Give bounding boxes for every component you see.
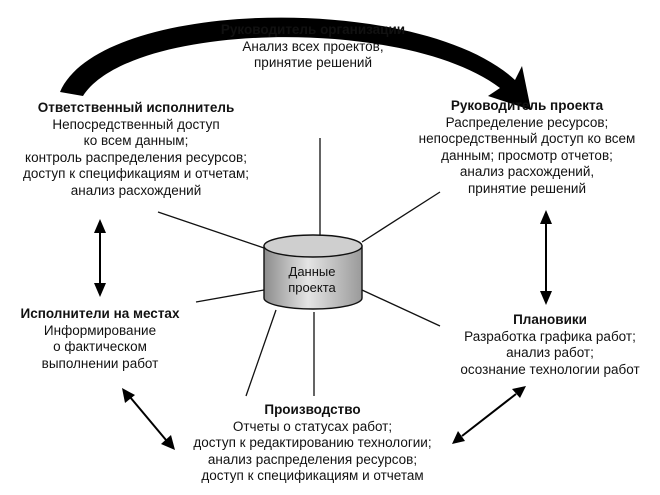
node-line: Непосредственный доступ [52, 116, 220, 132]
curved-arrow-top [60, 17, 531, 110]
node-line: Распределение ресурсов; [445, 114, 609, 130]
database-label-line-2: проекта [288, 280, 336, 295]
node-line: анализ расхождений [70, 182, 202, 198]
double-arrow-lower-left [122, 388, 175, 450]
node-line: доступ к спецификациям и отчетам [201, 468, 424, 483]
node-line: контроль распределения ресурсов; [25, 149, 247, 165]
database-cylinder [263, 234, 363, 310]
node-line: доступ к спецификациям и отчетам; [22, 166, 250, 181]
node-title: Руководитель проекта [450, 98, 604, 113]
node-title: Исполнители на местах [20, 306, 180, 321]
node-title: Плановики [513, 312, 587, 327]
node-line: анализ распределения ресурсов; [207, 451, 418, 467]
spoke-line-upper-left [157, 211, 265, 249]
spoke-line-upper-right [361, 191, 441, 243]
node-field-executors: Исполнители на местах Информирование о ф… [2, 306, 198, 372]
node-line: ко всем данным; [83, 133, 189, 148]
double-arrow-left-vertical [94, 219, 106, 297]
node-title: Руководитель организации [220, 22, 406, 37]
double-arrow-right-vertical [540, 210, 552, 305]
database-label: Данные проекта [262, 264, 362, 296]
spoke-line-right [361, 289, 441, 327]
node-line: Отчеты о статусах работ; [232, 418, 393, 434]
database-label-line-1: Данные [288, 264, 336, 279]
node-line: осознание технологии работ [460, 361, 640, 377]
node-line: принятие решений [254, 55, 372, 70]
node-line: о фактическом [53, 339, 147, 354]
node-line: принятие решений [468, 180, 586, 196]
node-line: Информирование [43, 322, 157, 338]
spoke-line-left [195, 289, 265, 303]
node-planners: Плановики Разработка графика работ; анал… [444, 312, 656, 378]
node-line: анализ работ; [506, 345, 594, 360]
node-line: выполнении работ [41, 355, 159, 371]
node-line: данным; просмотр отчетов; [441, 147, 613, 163]
node-line: непосредственный доступ ко всем [418, 131, 636, 146]
node-production: Производство Отчеты о статусах работ; до… [165, 402, 460, 485]
node-line: доступ к редактированию технологии; [193, 435, 432, 450]
node-title: Ответственный исполнитель [37, 100, 235, 115]
node-title: Производство [264, 402, 361, 417]
node-responsible-executor: Ответственный исполнитель Непосредственн… [2, 100, 270, 199]
node-line: Разработка графика работ; [464, 328, 636, 344]
node-project-manager: Руководитель проекта Распределение ресур… [398, 98, 656, 197]
double-arrow-lower-right [452, 386, 526, 444]
node-line: анализ расхождений, [459, 164, 595, 179]
node-head-of-organization: Руководитель организации Анализ всех про… [200, 22, 426, 72]
node-line: Анализ всех проектов, [242, 38, 384, 54]
spoke-line-lower-left [245, 309, 277, 397]
